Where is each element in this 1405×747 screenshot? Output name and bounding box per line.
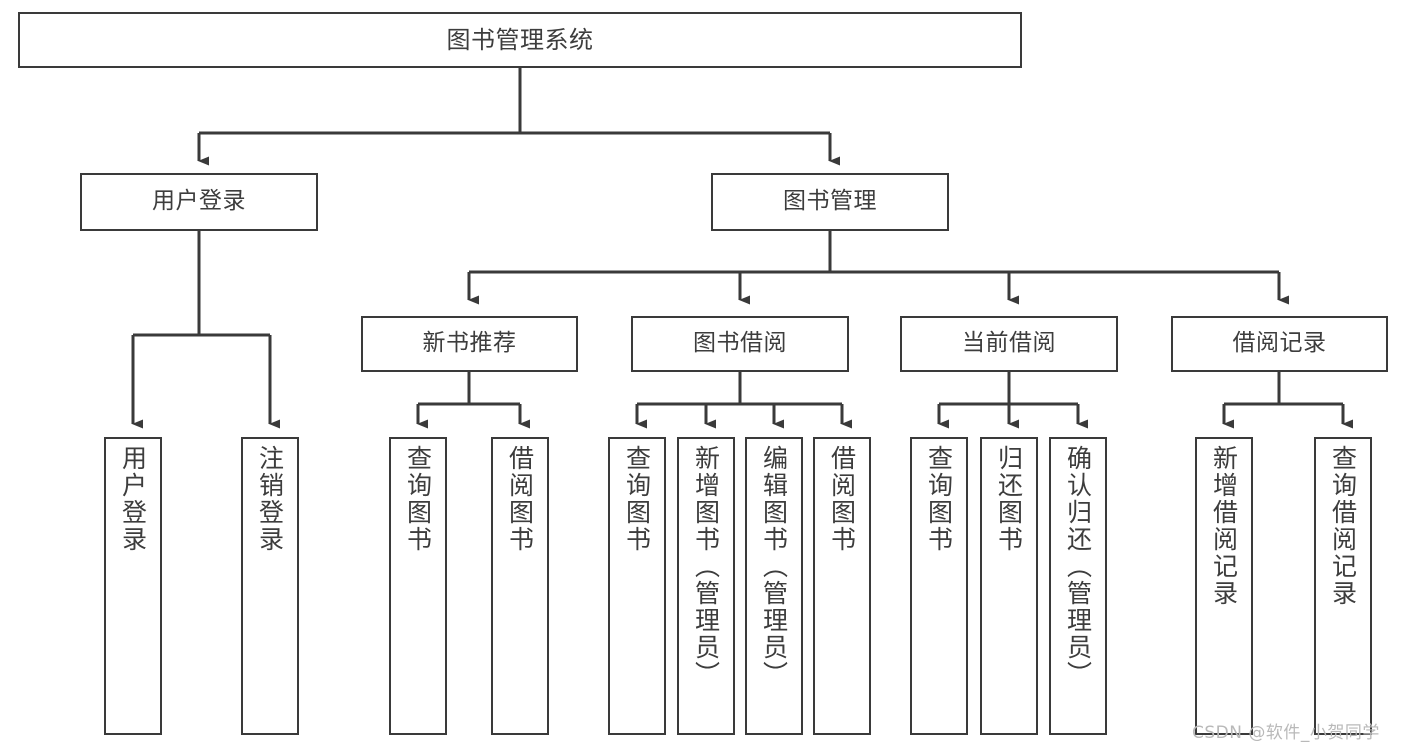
node-label: 借阅图书 [505,445,535,553]
node-label: 新增图书（管理员） [691,445,721,688]
node-leaf-user-login[interactable]: 用户登录 [104,437,162,735]
node-user-login[interactable]: 用户登录 [80,173,318,231]
node-leaf-query-book-2[interactable]: 查询图书 [608,437,666,735]
node-label: 当前借阅 [962,330,1056,357]
node-label: 查询图书 [403,445,433,553]
node-leaf-add-book[interactable]: 新增图书（管理员） [677,437,735,735]
node-label: 确认归还（管理员） [1063,445,1093,688]
node-leaf-return-book[interactable]: 归还图书 [980,437,1038,735]
node-label: 查询图书 [924,445,954,553]
node-label: 归还图书 [994,445,1024,553]
node-label: 新书推荐 [422,330,517,357]
node-label: 图书管理 [783,188,877,215]
node-book-manage[interactable]: 图书管理 [711,173,949,231]
node-label: 编辑图书（管理员） [759,445,789,688]
node-label: 查询借阅记录 [1328,445,1358,607]
node-leaf-borrow-book-2[interactable]: 借阅图书 [813,437,871,735]
node-leaf-borrow-book-1[interactable]: 借阅图书 [491,437,549,735]
node-new-book-recommend[interactable]: 新书推荐 [361,316,578,372]
node-label: 用户登录 [118,445,148,553]
node-leaf-edit-book[interactable]: 编辑图书（管理员） [745,437,803,735]
node-label: 借阅记录 [1232,330,1327,357]
node-label: 图书借阅 [693,330,787,357]
node-root-system[interactable]: 图书管理系统 [18,12,1022,68]
node-book-borrow[interactable]: 图书借阅 [631,316,849,372]
node-label: 借阅图书 [827,445,857,553]
node-label: 新增借阅记录 [1209,445,1239,607]
node-label: 用户登录 [152,188,246,215]
csdn-watermark: CSDN @软件_小贺同学 [1192,718,1380,743]
node-label: 查询图书 [622,445,652,553]
node-leaf-query-book-1[interactable]: 查询图书 [389,437,447,735]
node-leaf-logout-login[interactable]: 注销登录 [241,437,299,735]
node-leaf-add-record[interactable]: 新增借阅记录 [1195,437,1253,735]
node-leaf-query-book-3[interactable]: 查询图书 [910,437,968,735]
node-leaf-confirm-return[interactable]: 确认归还（管理员） [1049,437,1107,735]
node-label: 图书管理系统 [446,25,594,54]
watermark-text: CSDN @软件_小贺同学 [1192,723,1380,743]
node-leaf-query-record[interactable]: 查询借阅记录 [1314,437,1372,735]
node-label: 注销登录 [255,445,285,553]
node-borrow-record[interactable]: 借阅记录 [1171,316,1388,372]
node-current-borrow[interactable]: 当前借阅 [900,316,1118,372]
